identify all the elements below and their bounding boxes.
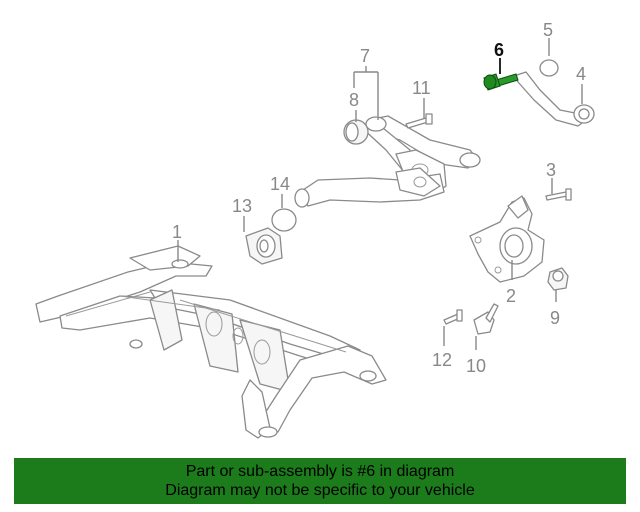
callout-3: 3 — [546, 160, 556, 180]
callout-9: 9 — [550, 308, 560, 328]
callout-13: 13 — [232, 196, 252, 216]
upper-control-arm-part[interactable] — [513, 71, 595, 127]
callout-11: 11 — [412, 78, 431, 98]
callout-7: 7 — [360, 46, 370, 66]
callout-4: 4 — [576, 64, 586, 84]
banner-line-1: Part or sub-assembly is #6 in diagram — [185, 463, 455, 480]
callout-14: 14 — [270, 174, 290, 194]
crossmember-part[interactable] — [35, 245, 387, 439]
knuckle-part[interactable] — [469, 195, 545, 283]
callout-6: 6 — [494, 40, 504, 60]
trailing-arm-part[interactable] — [294, 167, 445, 208]
callout-1: 1 — [172, 222, 182, 242]
callout-10: 10 — [466, 356, 486, 376]
cam-bolt-part-10[interactable] — [473, 303, 499, 335]
bolt-part-12[interactable] — [443, 309, 463, 325]
bushing-bracket-part[interactable] — [245, 227, 283, 265]
cap-part-14[interactable] — [271, 208, 297, 232]
bolt-part-11[interactable] — [405, 113, 433, 129]
callout-2: 2 — [506, 286, 516, 306]
bushing-part[interactable] — [343, 119, 369, 145]
leader-lines — [177, 38, 583, 350]
callout-12: 12 — [432, 350, 452, 370]
parts-diagram: 1 2 3 4 5 6 7 8 9 10 11 12 13 14 — [35, 20, 595, 439]
bushing-part-9[interactable] — [547, 267, 569, 291]
callout-5: 5 — [543, 20, 553, 40]
bolt-part-3[interactable] — [545, 188, 572, 201]
banner-line-2: Diagram may not be specific to your vehi… — [165, 482, 475, 499]
highlighted-bolt-part[interactable] — [483, 73, 519, 91]
callout-8: 8 — [349, 90, 359, 110]
info-banner: Part or sub-assembly is #6 in diagram Di… — [14, 458, 626, 504]
washer-part[interactable] — [539, 59, 559, 77]
